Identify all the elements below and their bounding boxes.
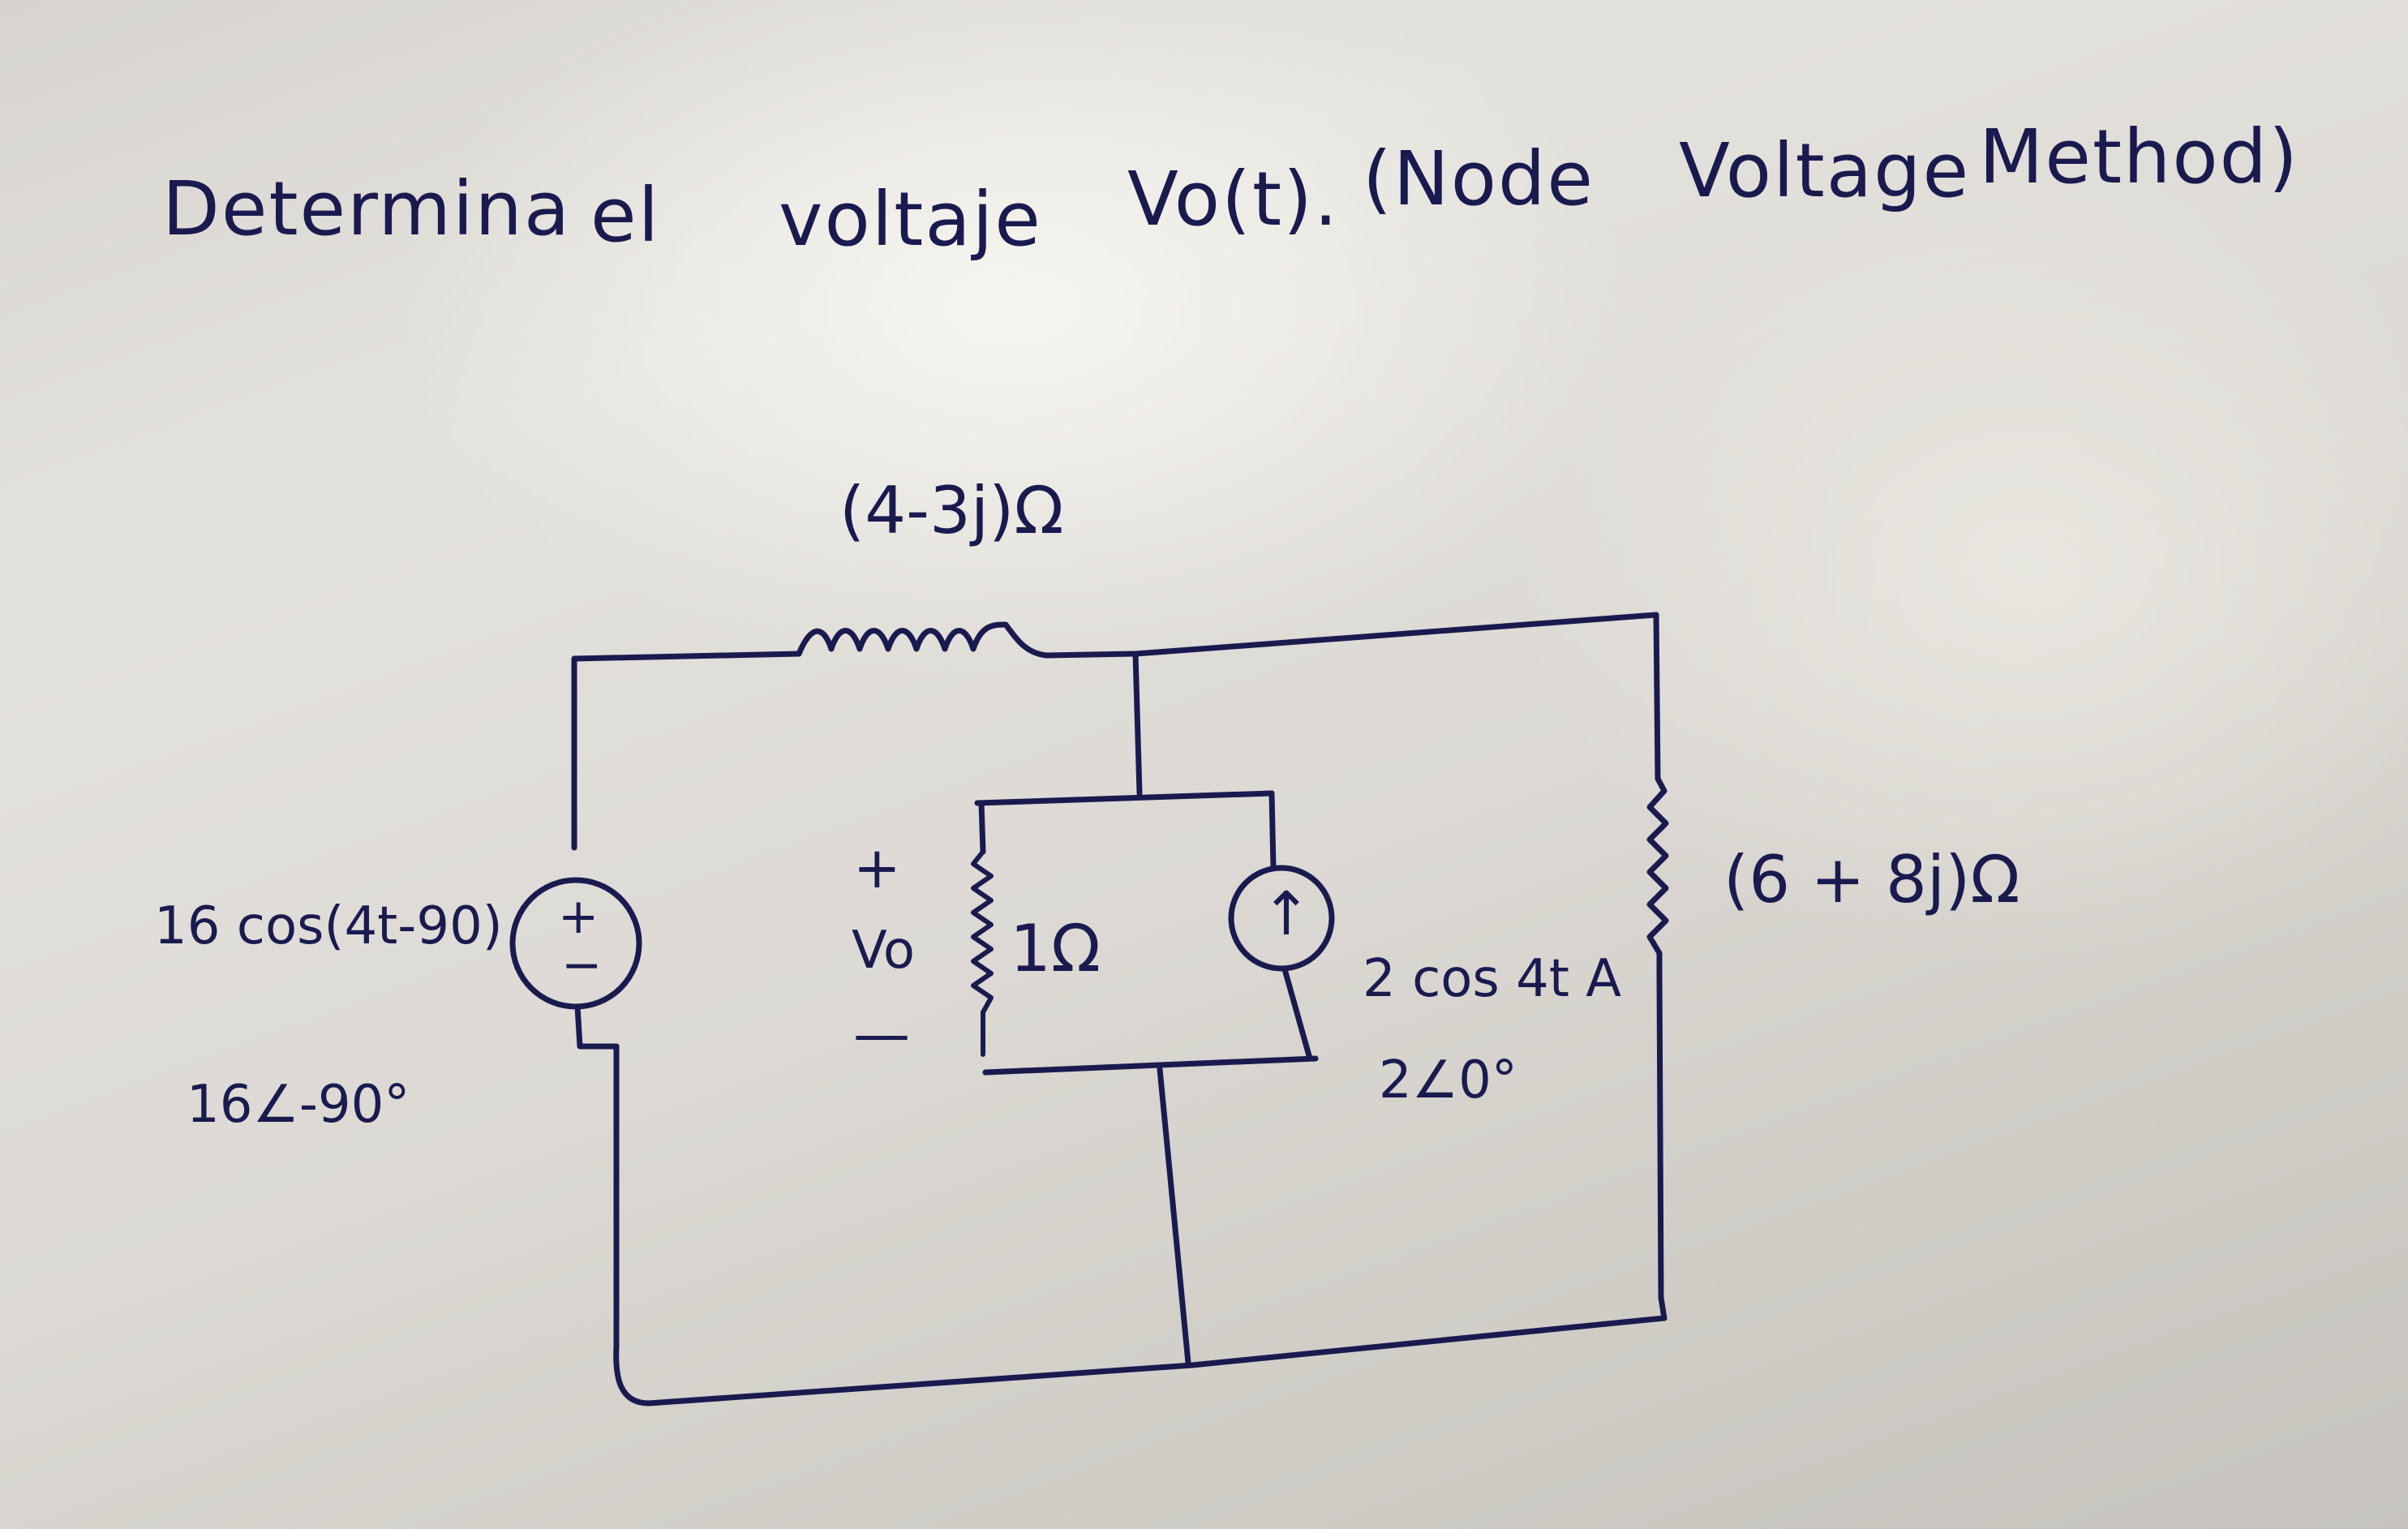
wire-right-upper — [1653, 612, 1661, 782]
wire-top-left — [571, 651, 802, 662]
voltage-source-time-label: 16 cos(4t-90) — [154, 896, 503, 956]
wire-top-right — [1043, 612, 1659, 659]
title-word-method: Method) — [1979, 114, 2299, 200]
right-resistor-symbol — [1646, 775, 1669, 977]
wire-inner-right-lower — [1281, 966, 1313, 1062]
wire-left-lower — [574, 1003, 620, 1050]
vo-minus-sign: — — [853, 1001, 910, 1067]
right-impedance-label: (6 + 8j)Ω — [1723, 842, 2020, 917]
title-word-voltaje: voltaje — [779, 176, 1042, 263]
title-word-voltage: Voltage — [1679, 127, 1971, 214]
wire-inner-bottom-rail — [982, 1055, 1319, 1076]
vo-label: Vo — [852, 921, 915, 981]
wire-inner-right-upper — [1268, 790, 1277, 871]
current-source-arrow-icon: ↑ — [1261, 879, 1312, 949]
current-source-circle — [1228, 865, 1335, 972]
vo-plus-sign: + — [853, 835, 901, 901]
wire-middle-top — [1132, 651, 1143, 797]
title-word-vo-t: Vo(t). — [1127, 156, 1340, 243]
top-impedance-label: (4-3j)Ω — [839, 473, 1064, 548]
one-ohm-resistor-symbol — [971, 849, 994, 1057]
title-word-el: el — [590, 172, 661, 259]
title-word-determina: Determina — [162, 165, 572, 252]
voltage-source-phasor-label: 16∠-90° — [187, 1075, 410, 1135]
wire-inner-left-upper — [978, 800, 986, 855]
title-word-node: (Node — [1363, 135, 1595, 222]
voltage-source-minus: − — [561, 937, 603, 994]
wire-inner-top-rail — [974, 790, 1275, 806]
one-ohm-label: 1Ω — [1010, 911, 1101, 986]
wire-right-lower — [1656, 970, 1668, 1321]
top-resistor-symbol — [796, 621, 1049, 659]
wire-bottom — [613, 1043, 1668, 1407]
current-source-time-label: 2 cos 4t A — [1363, 949, 1622, 1009]
wire-middle-bottom — [1157, 1066, 1191, 1366]
current-source-phasor-label: 2∠0° — [1379, 1050, 1517, 1110]
voltage-source-plus: + — [558, 888, 599, 945]
